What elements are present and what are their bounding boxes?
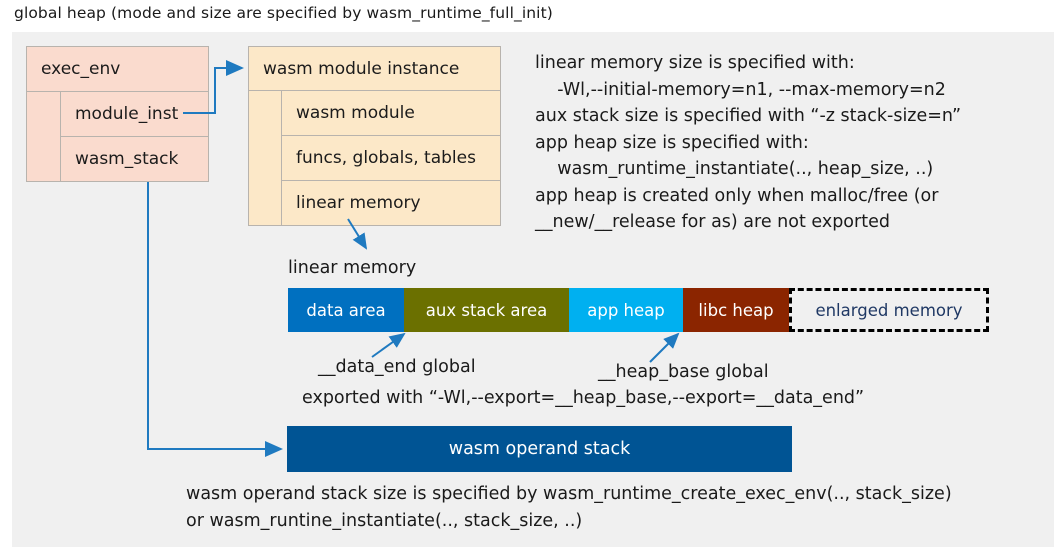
diagram-title: global heap (mode and size are specified… <box>14 4 553 22</box>
wasm-module-instance-row-funcs-label: funcs, globals, tables <box>296 148 476 168</box>
wasm-module-instance-row-wasm-module-label: wasm module <box>296 103 415 123</box>
exec-env-header: exec_env <box>26 46 209 92</box>
operand-stack-caption: wasm operand stack size is specified by … <box>186 484 952 531</box>
notes-text: linear memory size is specified with: -W… <box>535 53 962 232</box>
memory-segment-aux-stack-area: aux stack area <box>404 288 569 332</box>
exec-env-row-wasm-stack-label: wasm_stack <box>75 149 179 169</box>
linear-memory-label: linear memory <box>288 258 417 278</box>
memory-segment-data-area: data area <box>288 288 404 332</box>
memory-segment-enlarged-memory: enlarged memory <box>789 288 989 332</box>
memory-segment-app-heap: app heap <box>569 288 683 332</box>
wasm-module-instance-row-linear-memory-label: linear memory <box>296 193 421 213</box>
linear-memory-bar: data area aux stack area app heap libc h… <box>288 288 989 332</box>
exec-env-row-wasm-stack: wasm_stack <box>60 136 209 182</box>
wasm-module-instance-row-linear-memory: linear memory <box>281 180 501 226</box>
wasm-module-instance-header: wasm module instance <box>248 46 501 91</box>
exec-env-group: exec_env module_inst wasm_stack <box>26 46 209 182</box>
memory-segment-libc-heap: libc heap <box>683 288 789 332</box>
wasm-module-instance-group: wasm module instance wasm module funcs, … <box>248 46 501 226</box>
annotation-data-end: __data_end global <box>318 357 476 377</box>
annotation-heap-base: __heap_base global <box>598 362 769 382</box>
wasm-operand-stack-bar: wasm operand stack <box>287 426 792 472</box>
wasm-module-instance-header-label: wasm module instance <box>263 58 460 79</box>
wasm-module-instance-row-wasm-module: wasm module <box>281 90 501 136</box>
annotation-exported-with: exported with “-Wl,--export=__heap_base,… <box>302 388 865 408</box>
wasm-module-instance-row-funcs: funcs, globals, tables <box>281 135 501 181</box>
exec-env-row-module-inst: module_inst <box>60 91 209 137</box>
exec-env-header-label: exec_env <box>41 59 121 79</box>
exec-env-row-module-inst-label: module_inst <box>75 104 179 124</box>
